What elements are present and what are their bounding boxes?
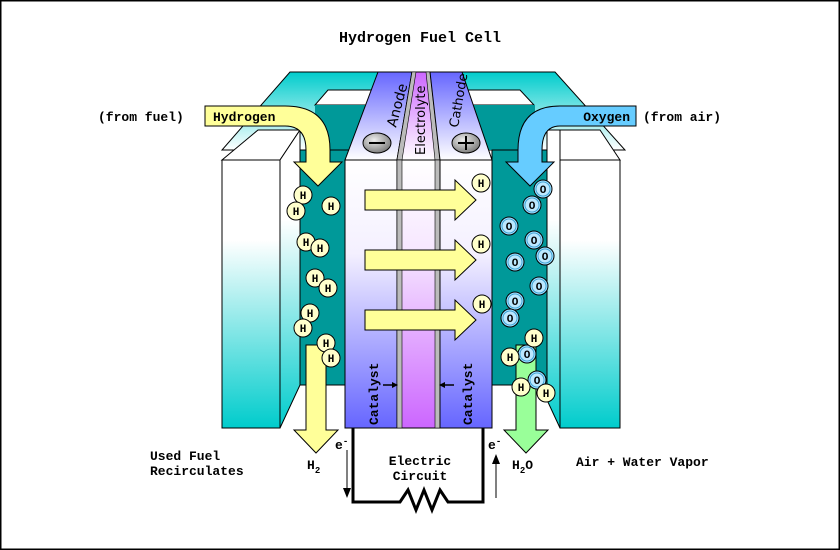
oxygen-label: Oxygen [583, 110, 630, 125]
hydrogen-atom-icon: H [524, 328, 544, 348]
resistor-wire [351, 428, 485, 515]
svg-text:H: H [312, 274, 319, 286]
catalyst-left-label: Catalyst [367, 363, 382, 425]
svg-text:O: O [536, 282, 543, 294]
svg-text:H: H [323, 339, 330, 351]
electron-left-label: e- [335, 437, 348, 453]
svg-text:H: H [300, 324, 307, 336]
cathode-positive-terminal [451, 132, 481, 154]
oxygen-atom-icon: O [524, 230, 544, 250]
svg-text:H: H [328, 202, 335, 214]
oxygen-atom-icon: O [500, 308, 520, 328]
svg-text:H: H [307, 309, 314, 321]
svg-text:O: O [534, 376, 541, 388]
electrolyte-label: Electrolyte [414, 86, 429, 155]
svg-text:H: H [303, 238, 310, 250]
svg-text:H: H [531, 334, 538, 346]
svg-text:H: H [543, 389, 550, 401]
oxygen-inlet-arrow [504, 105, 637, 187]
air-water-vapor-label: Air + Water Vapor [576, 455, 709, 470]
svg-text:H: H [325, 284, 332, 296]
water-outlet-arrow [502, 344, 550, 454]
hydrogen-atom-icon: H [321, 348, 341, 368]
hydrogen-atom-icon: H [321, 196, 341, 216]
electron-flow-up-icon [492, 454, 500, 464]
proton-arrow [364, 298, 477, 342]
svg-text:H: H [293, 207, 300, 219]
svg-text:H: H [518, 383, 525, 395]
hydrogen-atom-icon: H [500, 347, 520, 367]
hydrogen-atom-icon: H [472, 294, 492, 314]
oxygen-atom-icon: O [499, 216, 519, 236]
oxygen-atom-icon: O [517, 344, 537, 364]
hydrogen-label: Hydrogen [213, 110, 276, 125]
hydrogen-atom-icon: H [286, 201, 306, 221]
svg-text:O: O [542, 252, 549, 264]
h2o-label: H2O [512, 458, 533, 476]
hydrogen-atom-icon: H [316, 333, 336, 353]
circuit-label-line2: Circuit [393, 469, 448, 484]
svg-text:H: H [507, 353, 514, 365]
hydrogen-inlet-arrow [204, 105, 344, 187]
catalyst-right-label: Catalyst [461, 363, 476, 425]
hydrogen-atom-icon: H [293, 318, 313, 338]
hydrogen-atom-icon: H [471, 234, 491, 254]
hydrogen-atom-icon: H [293, 185, 313, 205]
svg-text:H: H [300, 191, 307, 203]
anode-negative-terminal [362, 132, 392, 154]
hydrogen-atom-icon: H [471, 173, 491, 193]
hydrogen-atom-icon: H [318, 278, 338, 298]
oxygen-atom-icon: O [522, 195, 542, 215]
svg-text:H: H [317, 244, 324, 256]
svg-text:O: O [529, 201, 536, 213]
electron-right-label: e- [488, 437, 501, 453]
oxygen-atom-icon: O [505, 291, 525, 311]
svg-text:O: O [507, 314, 514, 326]
hydrogen-atom-icon: H [310, 238, 330, 258]
svg-text:H: H [479, 300, 486, 312]
svg-text:O: O [506, 222, 513, 234]
svg-text:O: O [531, 236, 538, 248]
circuit-label-line1: Electric [389, 454, 452, 469]
svg-text:H: H [478, 240, 485, 252]
svg-text:H: H [328, 354, 335, 366]
oxygen-source-label: (from air) [643, 110, 721, 125]
oxygen-atom-icon: O [529, 276, 549, 296]
svg-text:O: O [540, 185, 547, 197]
proton-arrow [364, 178, 477, 222]
hydrogen-source-label: (from fuel) [98, 110, 184, 125]
oxygen-atom-icon: O [527, 370, 547, 390]
svg-text:O: O [512, 258, 519, 270]
electric-circuit [343, 428, 500, 515]
diagram-title: Hydrogen Fuel Cell [339, 30, 501, 47]
oxygen-atom-icon: O [535, 246, 555, 266]
used-fuel-label-line2: Recirculates [150, 464, 244, 479]
svg-text:O: O [512, 297, 519, 309]
hydrogen-atom-icon: H [305, 268, 325, 288]
catalyst-pointers [383, 382, 454, 388]
svg-text:H: H [478, 179, 485, 191]
right-end-plate [546, 129, 621, 429]
proton-flow-arrows [364, 178, 477, 342]
hydrogen-atom-icon: H [536, 383, 556, 403]
left-end-plate [220, 128, 301, 429]
oxygen-atom-icon: O [533, 179, 553, 199]
h2-label: H2 [307, 458, 320, 476]
hydrogen-atom-icon: H [511, 377, 531, 397]
electron-flow-down-icon [343, 488, 351, 498]
used-fuel-label-line1: Used Fuel [150, 449, 220, 464]
svg-text:O: O [524, 350, 531, 362]
oxygen-atom-icon: O [505, 252, 525, 272]
proton-arrow [364, 238, 477, 282]
